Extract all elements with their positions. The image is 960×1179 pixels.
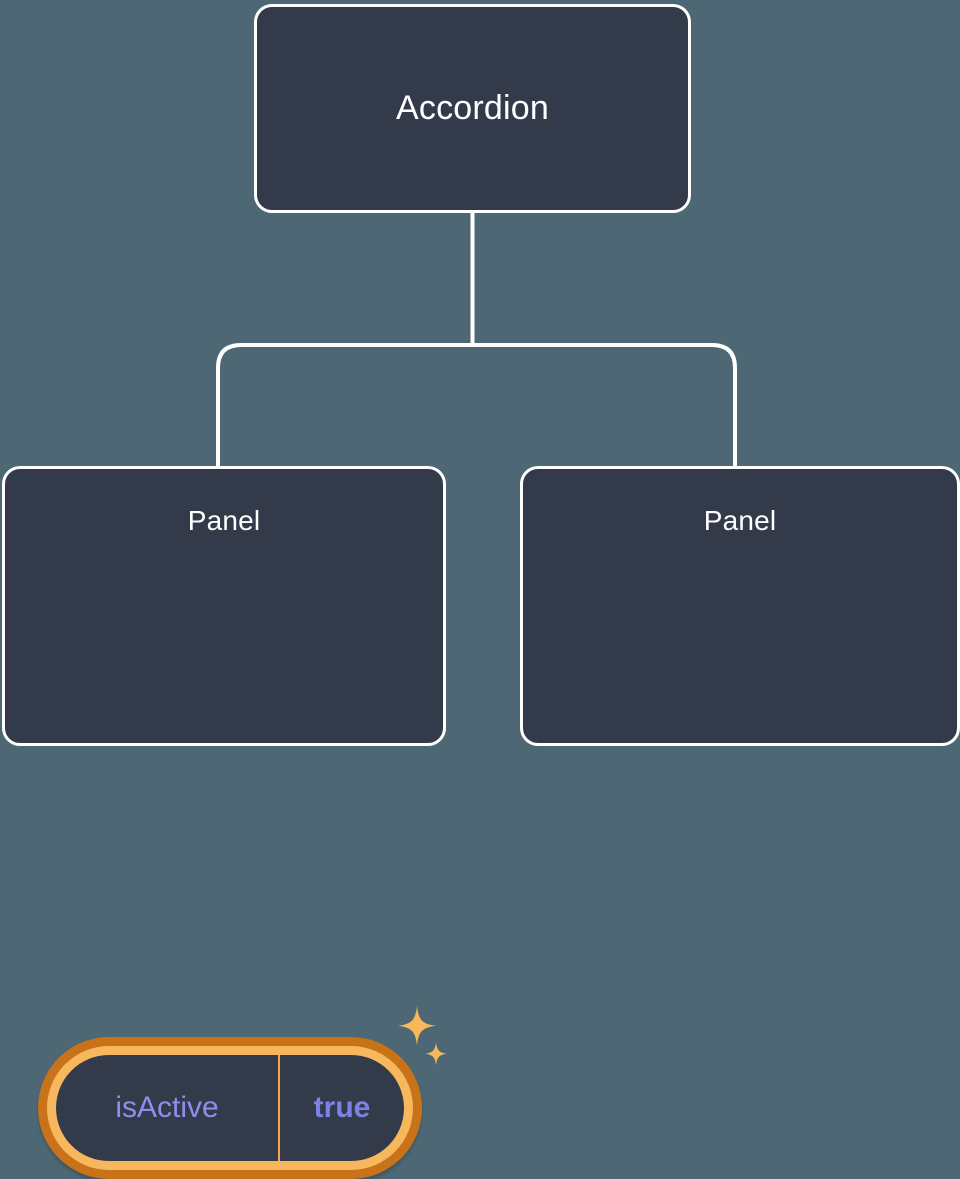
prop-pill-outer-ring: isActive true [38, 1037, 422, 1179]
prop-pill-inner-ring: isActive true [47, 1046, 413, 1170]
connector-branch-bar [216, 343, 737, 467]
node-accordion[interactable]: Accordion [254, 4, 691, 213]
diagram-canvas: Accordion Panel isActive true Panel [2, 4, 960, 1179]
node-panel-active-label: Panel [187, 505, 261, 536]
node-accordion-label: Accordion [396, 89, 549, 127]
prop-key-isactive: isActive [115, 1091, 219, 1124]
node-panel-active[interactable]: Panel isActive true [2, 466, 447, 1179]
prop-pill-highlighted[interactable]: isActive true [38, 1037, 422, 1179]
prop-value-true: true [278, 1055, 404, 1161]
prop-pill-body: isActive true [56, 1055, 404, 1161]
node-panel-inactive[interactable]: Panel isActive false [520, 466, 960, 746]
node-panel-inactive-label: Panel [703, 505, 777, 536]
